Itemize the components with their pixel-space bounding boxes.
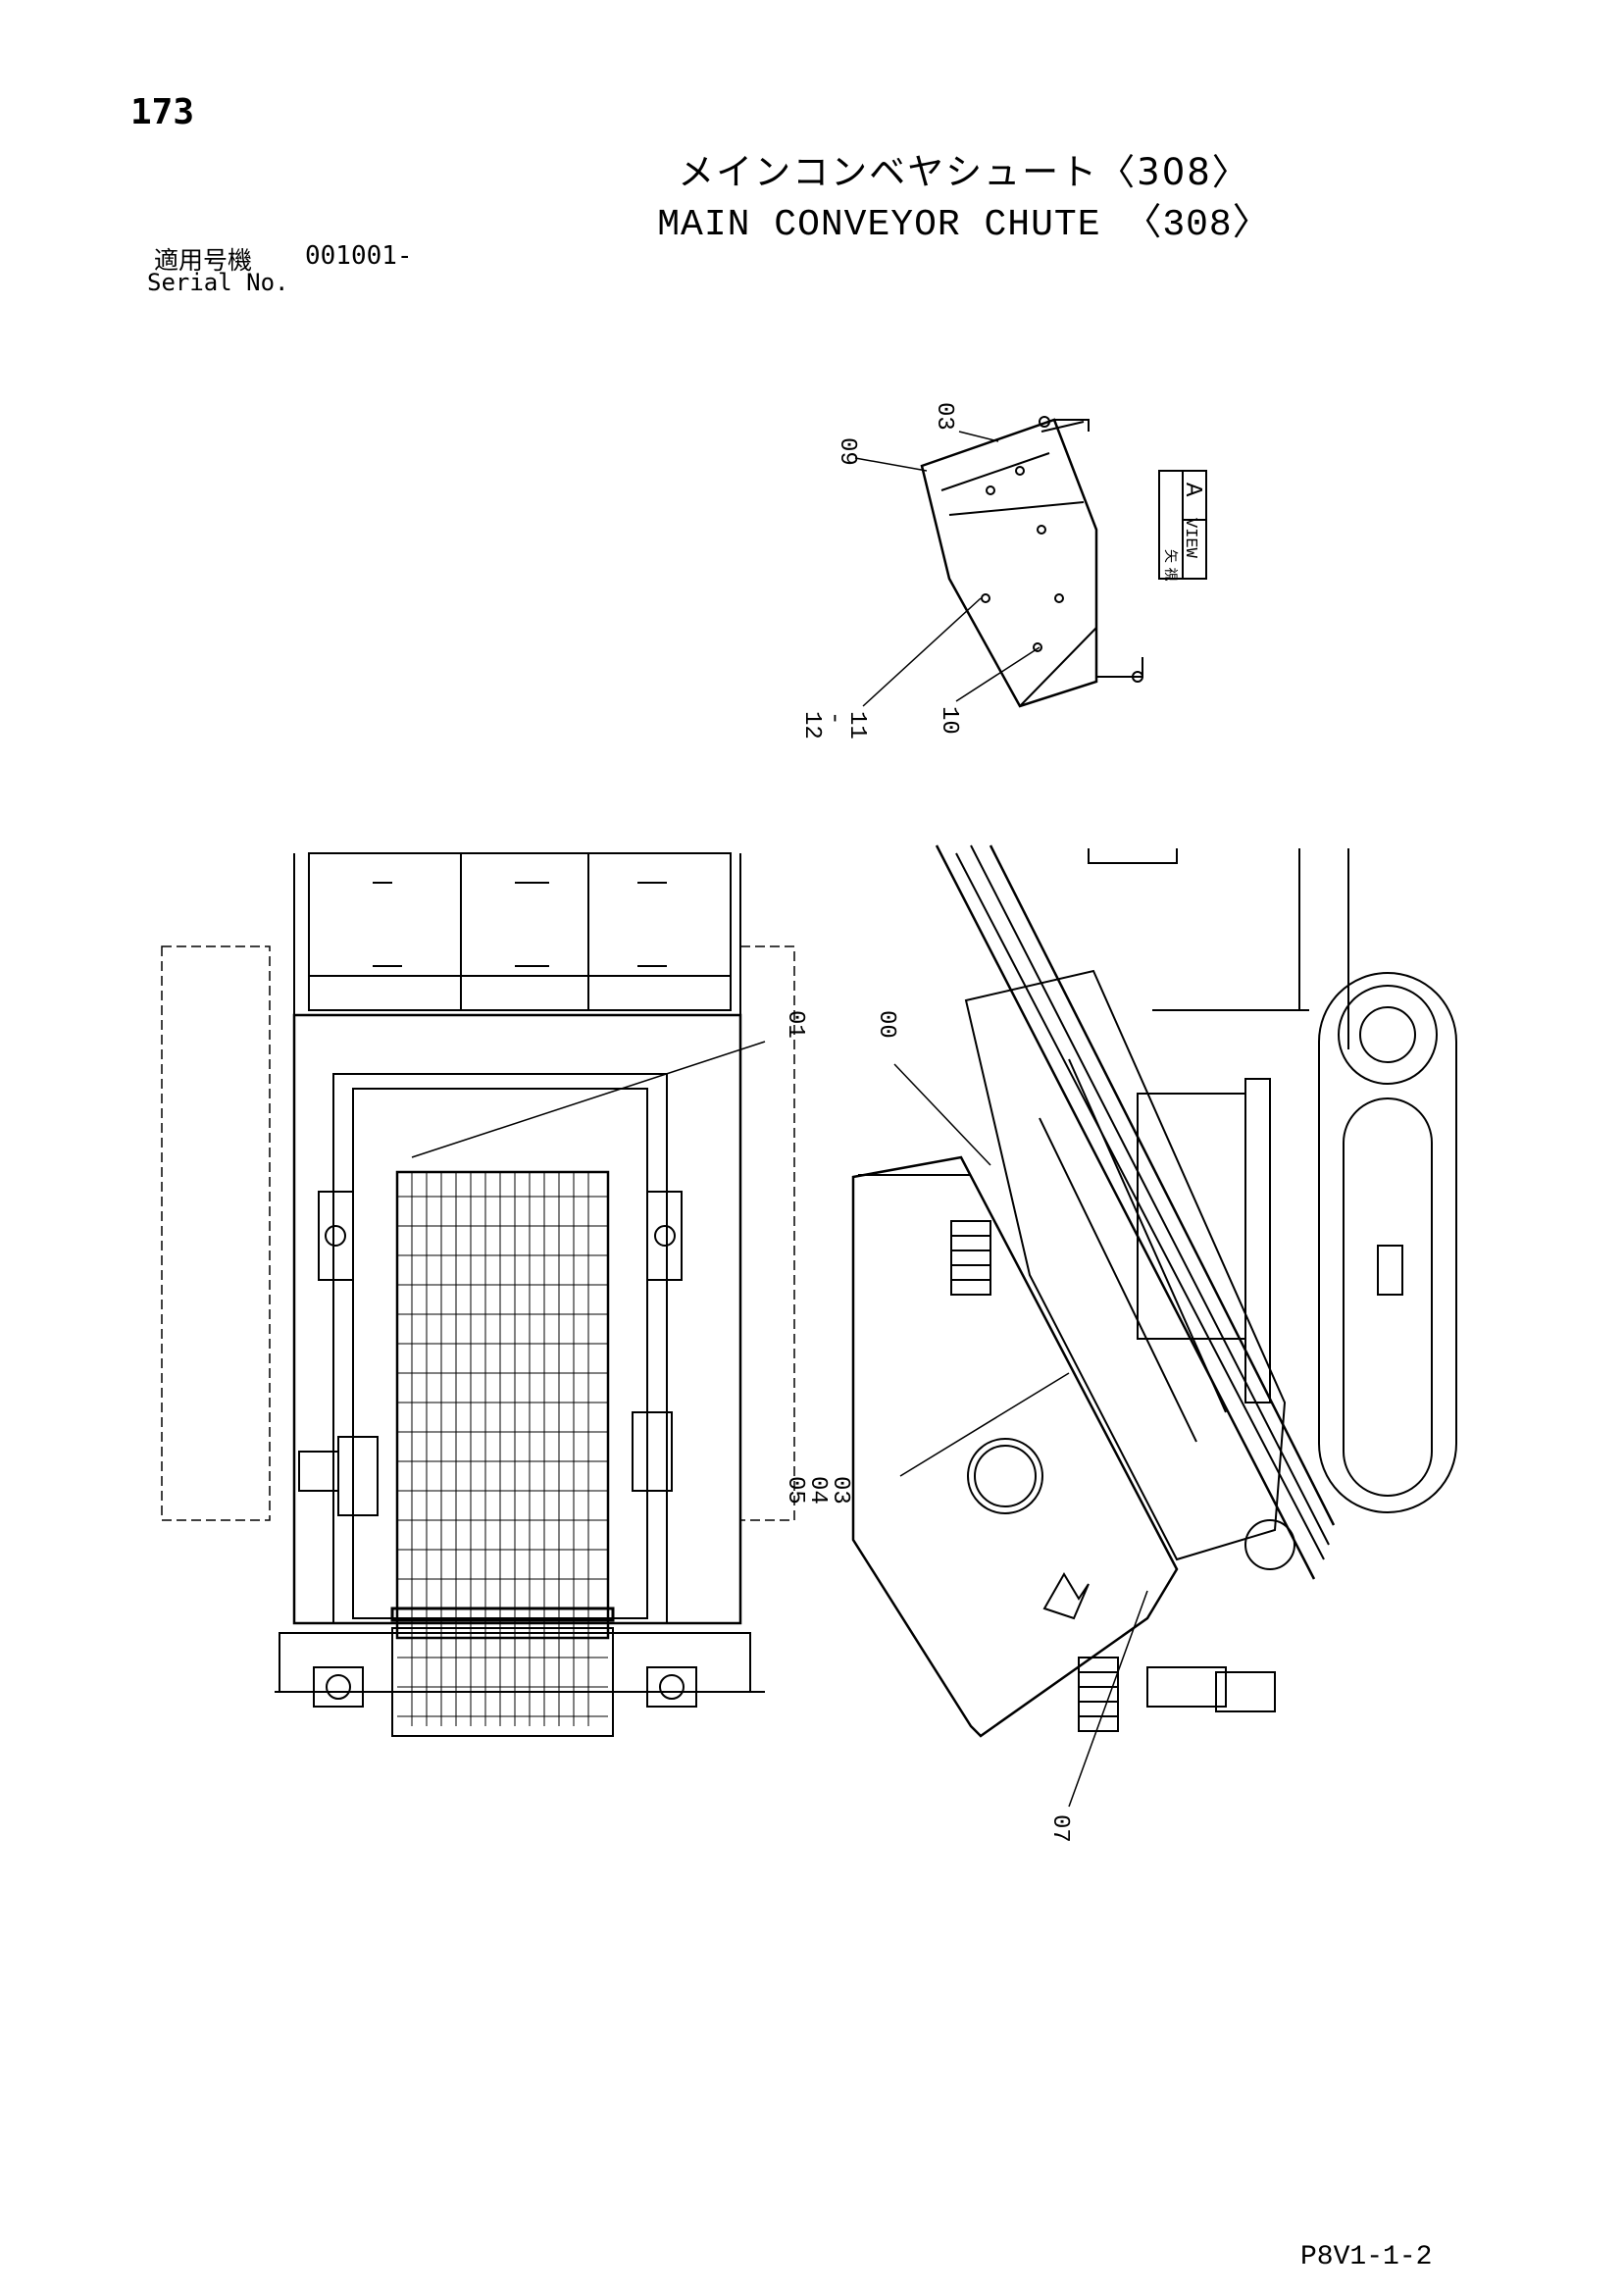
plan-view [161, 852, 795, 1737]
callout-01: 01 [782, 1010, 808, 1039]
callout-03-top: 03 [931, 402, 957, 431]
view-marker-english: VIEW [1181, 518, 1199, 559]
view-a-marker-box [1158, 470, 1207, 580]
callout-03: 03 [827, 1476, 853, 1505]
serial-number-value: 001001- [305, 241, 413, 271]
page-title-english: MAIN CONVEYOR CHUTE 〈308〉 [657, 204, 1271, 246]
callout-04: 04 [804, 1476, 831, 1505]
callout-11: - [821, 711, 847, 725]
callout-07: 07 [1046, 1814, 1073, 1843]
callout-11b: 11 [843, 711, 870, 740]
side-view [851, 844, 1457, 1738]
document-code: P8V1-1-2 [1300, 2242, 1433, 2272]
serial-label-japanese: 適用号機 [154, 246, 253, 275]
serial-label-english: Serial No. [147, 269, 289, 296]
view-a-detail [920, 416, 1143, 708]
callout-05: 05 [782, 1476, 808, 1505]
page-number: 173 [130, 92, 195, 132]
screen-mesh [397, 1172, 608, 1726]
callout-12-11: 12 [798, 711, 825, 740]
page-title-japanese: メインコンベヤシュート〈308〉 [678, 151, 1250, 193]
callout-00: 00 [873, 1010, 899, 1039]
callout-09: 09 [834, 437, 860, 466]
view-marker-letter: A [1179, 483, 1205, 497]
callout-10: 10 [936, 706, 962, 735]
view-marker-japanese: 矢 視 [1162, 549, 1178, 581]
